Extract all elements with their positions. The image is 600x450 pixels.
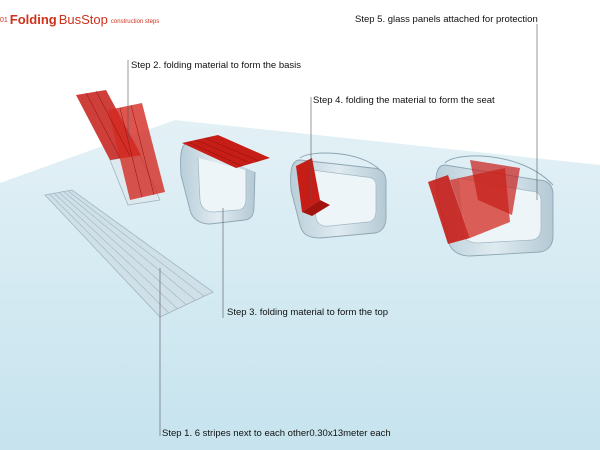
step-4-label: Step 4. folding the material to form the… xyxy=(313,95,495,106)
step-1-label: Step 1. 6 stripes next to each other0.30… xyxy=(162,428,391,439)
title-word-busstop: BusStop xyxy=(58,12,108,27)
folded-seat-model xyxy=(290,152,387,239)
glass-panels-model xyxy=(428,155,554,257)
leader-lines xyxy=(127,24,538,436)
folded-basis-model xyxy=(76,90,165,206)
title-number: 01 xyxy=(0,17,8,24)
step-5-label: Step 5. glass panels attached for protec… xyxy=(355,14,538,25)
title-word-folding: Folding xyxy=(9,12,57,27)
flat-stripes-model xyxy=(44,189,214,318)
title-subtitle: construction steps xyxy=(110,19,160,25)
step-2-label: Step 2. folding material to form the bas… xyxy=(131,60,302,71)
step-3-label: Step 3. folding material to form the top xyxy=(227,307,389,318)
folded-top-model xyxy=(180,135,270,225)
